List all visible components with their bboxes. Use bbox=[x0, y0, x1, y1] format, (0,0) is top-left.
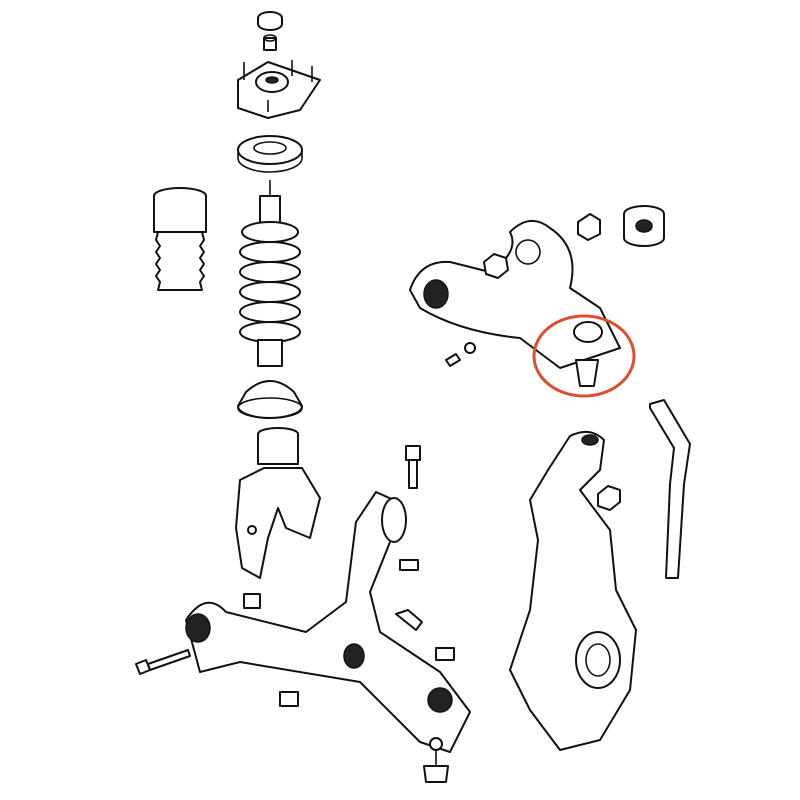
upper-spring-isolator bbox=[237, 135, 303, 173]
highlight-circle bbox=[532, 314, 636, 398]
steering-knuckle bbox=[509, 430, 637, 751]
ball-joint bbox=[423, 737, 449, 783]
hardware-nuts bbox=[243, 559, 455, 707]
upper-control-arm bbox=[409, 220, 621, 387]
lower-control-arm bbox=[185, 491, 471, 753]
lower-arm-bolt bbox=[135, 649, 191, 675]
sway-bar-link-bracket bbox=[649, 399, 691, 579]
flag-bolt bbox=[405, 445, 421, 489]
upper-arm-nut bbox=[483, 253, 509, 279]
strut-dust-boot bbox=[153, 187, 207, 291]
upper-arm-bolt bbox=[577, 213, 601, 241]
strut-top-cap bbox=[257, 11, 283, 31]
strut-clevis bbox=[235, 427, 321, 579]
lower-spring-seat bbox=[237, 380, 303, 419]
upper-arm-bushing bbox=[623, 205, 665, 247]
upper-strut-mount bbox=[237, 60, 321, 119]
small-bolt bbox=[445, 342, 476, 367]
strut-top-nut bbox=[263, 34, 277, 51]
strut-spring-assembly bbox=[239, 180, 301, 367]
knuckle-nut bbox=[597, 485, 621, 511]
